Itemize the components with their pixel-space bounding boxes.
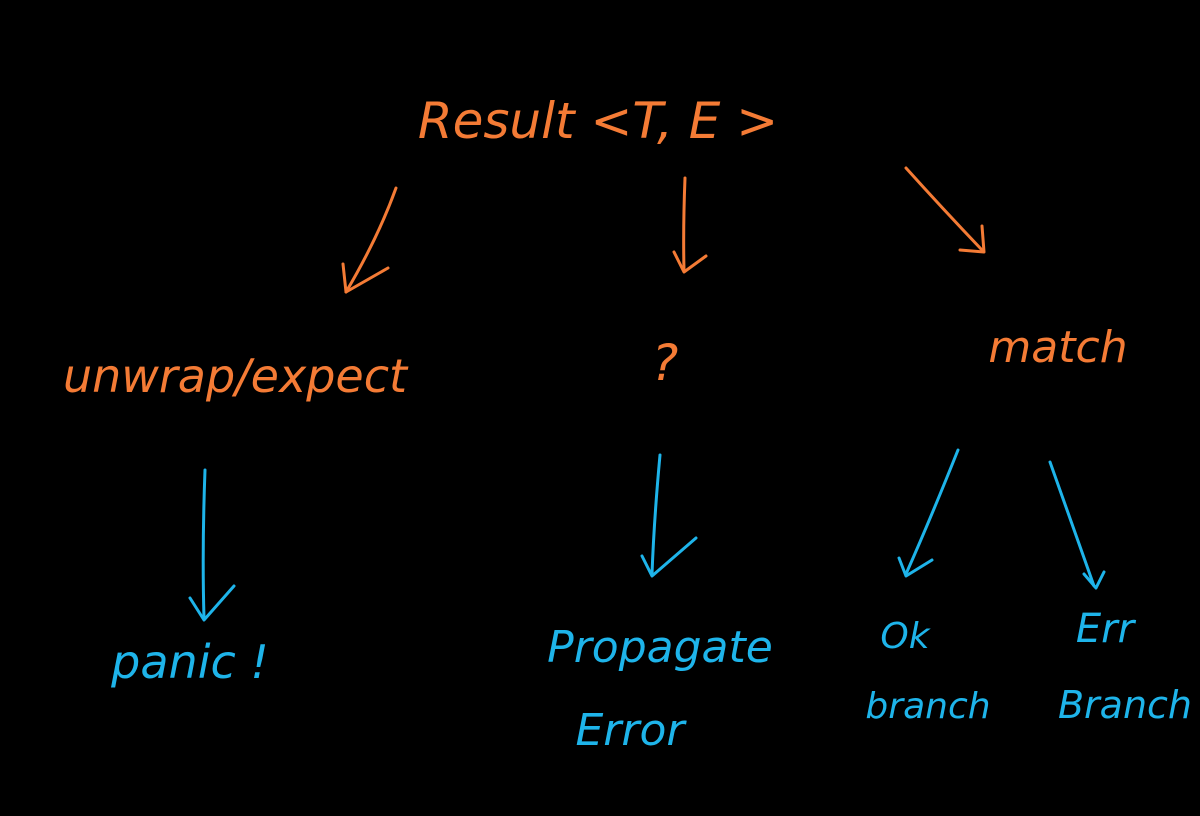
node-err-line1: Err — [1076, 606, 1137, 652]
arrow-head — [341, 262, 390, 294]
arrow-head — [1082, 570, 1106, 590]
node-question-operator: ? — [652, 334, 679, 392]
node-unwrap-expect: unwrap/expect — [63, 349, 409, 403]
edge-root-to-question — [672, 176, 708, 274]
arrow-shaft — [650, 453, 662, 576]
node-ok-line1: Ok — [880, 616, 931, 657]
arrow-shaft — [344, 186, 398, 294]
edge-unwrap-to-panic — [188, 468, 236, 622]
arrow-shaft — [682, 176, 687, 272]
arrow-head — [188, 584, 236, 622]
arrow-shaft — [904, 166, 984, 252]
edge-root-to-unwrap — [341, 186, 398, 294]
node-ok-line2: branch — [865, 686, 990, 727]
node-result: Result <T, E > — [418, 92, 778, 150]
arrow-shaft — [1048, 460, 1096, 588]
arrow-shaft — [904, 448, 960, 576]
arrow-head — [672, 250, 708, 274]
node-panic: panic ! — [110, 635, 269, 689]
arrow-head — [640, 536, 698, 578]
node-match: match — [988, 322, 1127, 373]
edge-match-to-ok — [897, 448, 960, 578]
arrow-head — [958, 224, 986, 254]
edge-match-to-err — [1048, 460, 1106, 590]
edge-question-to-propagate — [640, 453, 698, 578]
arrow-head — [897, 556, 934, 578]
edge-root-to-match — [904, 166, 986, 254]
node-propagate-line2: Error — [576, 705, 688, 756]
arrow-shaft — [201, 468, 207, 620]
node-propagate-line1: Propagate — [547, 622, 773, 673]
node-err-line2: Branch — [1058, 683, 1192, 727]
